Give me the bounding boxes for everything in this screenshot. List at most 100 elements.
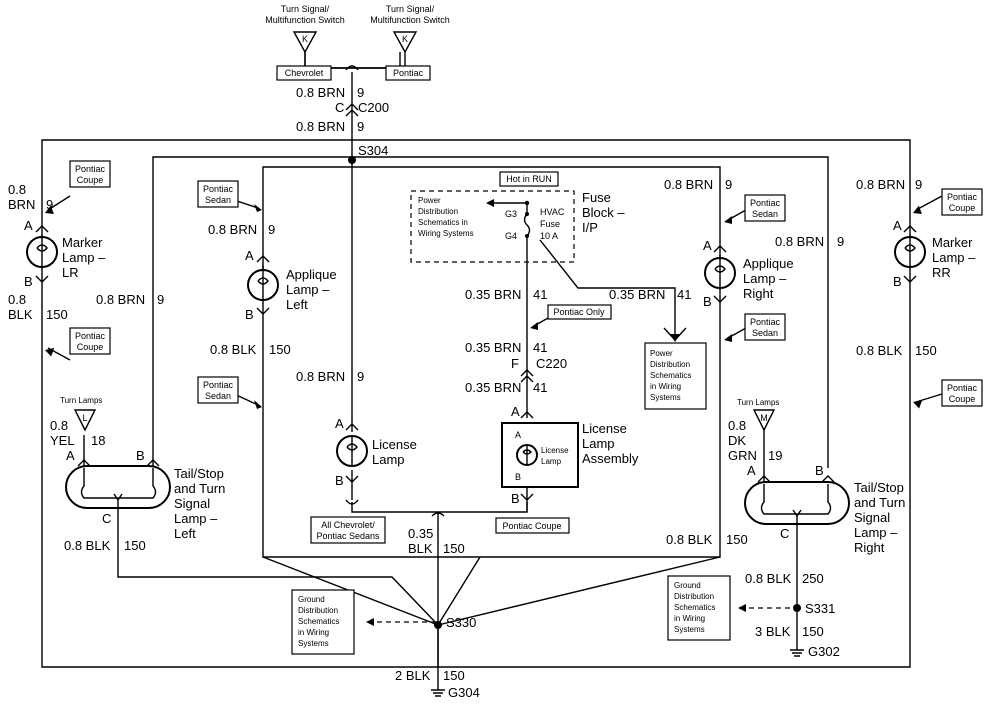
pontiac-coupe-box-label: Pontiac Coupe [502, 521, 561, 531]
tail-right-wire-3: GRN [728, 448, 757, 463]
right-feed-circuit: 9 [837, 234, 844, 249]
marker-lr-name-1: Marker [62, 235, 103, 250]
ground-center-dist-1: Ground [298, 595, 325, 604]
fuse-block: Hot in RUN Power Distribution Schematics… [418, 171, 625, 250]
applique-left-box-bottom-2: Sedan [205, 391, 231, 401]
fuse-name-3: 10 A [540, 231, 558, 241]
applique-right-box-bottom [744, 313, 786, 341]
tail-right-connector-icon [752, 409, 776, 432]
chevrolet-box-label: Chevrolet [285, 68, 324, 78]
tail-left-wire-1: 0.8 [50, 418, 68, 433]
marker-lr-box-bottom-2: Coupe [77, 342, 104, 352]
license-circuit-1: 41 [533, 287, 547, 302]
power-dist-box-3: Schematics [650, 371, 691, 380]
tail-left-wire-bottom: 0.8 BLK [64, 538, 111, 553]
applique-lamp-right: 0.8 BRN 9 Pontiac Sedan A B Applique Lam… [664, 177, 794, 341]
applique-right-box-top [744, 194, 786, 222]
license-assembly-name-3: Assembly [582, 451, 639, 466]
tail-left-pin: L [82, 413, 87, 423]
dashed-links [368, 190, 797, 623]
tail-right-pin: M [760, 413, 768, 423]
marker-lr-circuit-bottom: 150 [46, 307, 68, 322]
applique-left-wire-top: 0.8 BRN [208, 222, 257, 237]
tail-right-wire-2: DK [728, 433, 746, 448]
power-dist-box-1: Power [650, 349, 673, 358]
marker-lr-box-bottom-1: Pontiac [75, 331, 106, 341]
ground-center-wire-2: BLK [408, 541, 433, 556]
license-wire-3: 0.35 BRN [465, 380, 521, 395]
tail-left-name-1: Tail/Stop [174, 466, 224, 481]
fuse-power-dist-1: Power [418, 196, 441, 205]
fuse-pin-g4: G4 [505, 231, 517, 241]
marker-rr-box-top-1: Pontiac [947, 192, 978, 202]
top-wire-upper: 0.8 BRN [296, 85, 345, 100]
switch-right-connector-icon [392, 31, 418, 54]
tail-right-name-5: Right [854, 540, 885, 555]
applique-right-name-2: Lamp – [743, 271, 787, 286]
applique-left-circuit-bottom: 150 [269, 342, 291, 357]
ground-center: 0.35 BLK 150 Ground Distribution Schemat… [291, 526, 480, 700]
marker-rr-pin-a: A [893, 218, 902, 233]
ground-center-dist-5: Systems [298, 639, 329, 648]
marker-lr-name-3: LR [62, 265, 79, 280]
tail-right-pin-a: A [747, 463, 756, 478]
splice-s331-label: S331 [805, 601, 835, 616]
ground-center-wire-1: 0.35 [408, 526, 433, 541]
license-lamp-wire: 0.8 BRN [296, 369, 345, 384]
license-lamp-name-2: Lamp [372, 452, 405, 467]
tail-right-name-2: and Turn [854, 495, 905, 510]
license-circuit-3: 41 [533, 380, 547, 395]
power-dist-box-5: Systems [650, 393, 681, 402]
ground-g302-icon [790, 649, 804, 657]
fuse-name-2: Fuse [540, 219, 560, 229]
applique-right-wire-top: 0.8 BRN [664, 177, 713, 192]
applique-right-name-1: Applique [743, 256, 794, 271]
c220-pin: F [511, 356, 519, 371]
ground-right-circuit: 250 [802, 571, 824, 586]
tail-left-name-3: Signal [174, 496, 210, 511]
applique-right-name-3: Right [743, 286, 774, 301]
license-assembly-name-1: License [582, 421, 627, 436]
applique-left-name-2: Lamp – [286, 282, 330, 297]
c200-connector: C200 [358, 100, 389, 115]
ground-center-circuit: 150 [443, 541, 465, 556]
switch-right-pin: K [402, 34, 408, 44]
marker-rr-box-bottom-1: Pontiac [947, 383, 978, 393]
fuse-pin-g3: G3 [505, 209, 517, 219]
marker-lr-box-top-2: Coupe [77, 175, 104, 185]
marker-lr-circuit-top: 9 [46, 197, 53, 212]
applique-right-box-bottom-1: Pontiac [750, 317, 781, 327]
license-lamp-circuit: 9 [357, 369, 364, 384]
tail-lamp-right: Turn Lamps M 0.8 DK GRN 19 A B C Tail/St… [728, 398, 905, 555]
tail-left-turn-lamps: Turn Lamps [60, 396, 102, 405]
marker-rr-box-top-2: Coupe [949, 203, 976, 213]
fuse-name-1: HVAC [540, 207, 565, 217]
marker-lr-wire-bottom-1: 0.8 [8, 292, 26, 307]
switch-left-pin: K [302, 34, 308, 44]
applique-left-circuit-top: 9 [268, 222, 275, 237]
license-lamp-pin-a: A [335, 416, 344, 431]
applique-right-circuit-top: 9 [725, 177, 732, 192]
marker-rr-wire-top: 0.8 BRN [856, 177, 905, 192]
fuse-power-dist-3: Schematics in [418, 218, 468, 227]
switch-left-label-1: Turn Signal/ [281, 4, 330, 14]
marker-lr-name-2: Lamp – [62, 250, 106, 265]
c220-connector: C220 [536, 356, 567, 371]
switch-right: Turn Signal/ Multifunction Switch K [370, 4, 450, 54]
all-chevrolet-box [310, 516, 386, 544]
ground-dist-right-box [667, 575, 731, 641]
applique-left-box-top-2: Sedan [205, 195, 231, 205]
ground-right-dist-3: Schematics [674, 603, 715, 612]
marker-lr-wire-bottom-2: BLK [8, 307, 33, 322]
license-circuit-2: 41 [533, 340, 547, 355]
marker-lr-box-top-1: Pontiac [75, 164, 106, 174]
switch-right-label-2: Multifunction Switch [370, 15, 450, 25]
tail-left-connector-icon [73, 409, 97, 432]
marker-rr-circuit-bottom: 150 [915, 343, 937, 358]
tail-right-pin-b: B [815, 463, 824, 478]
applique-left-box-bottom-1: Pontiac [203, 380, 234, 390]
tail-left-name-5: Left [174, 526, 196, 541]
splice-s331-dot [793, 604, 801, 612]
wires [41, 52, 911, 690]
